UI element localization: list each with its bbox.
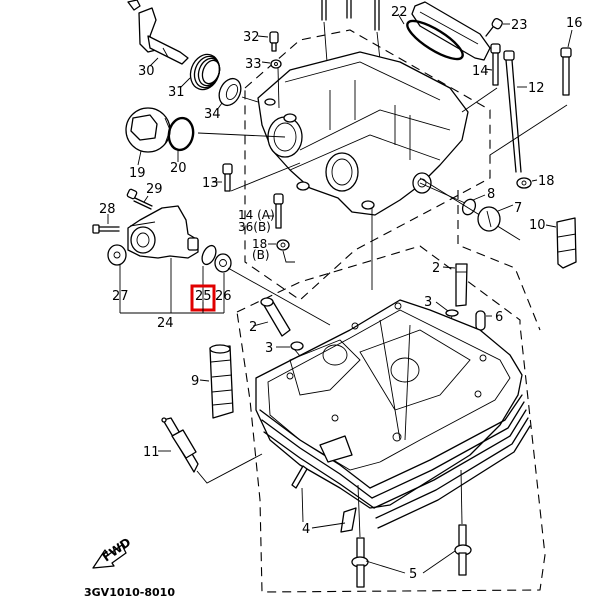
- head-cover: [257, 51, 469, 290]
- part-8-oring: [419, 182, 486, 216]
- part-20-oring: [167, 116, 286, 162]
- part-11-spark-plug: [158, 417, 263, 484]
- callout-22[interactable]: 22: [391, 5, 408, 20]
- callout-13[interactable]: 13: [202, 176, 219, 191]
- callout-5[interactable]: 5: [409, 567, 417, 582]
- callout-2-right[interactable]: 2: [432, 261, 440, 276]
- part-2-valve-guide-right: [442, 263, 468, 307]
- part-4-dowel-pins: [291, 465, 357, 533]
- callout-2-left[interactable]: 2: [249, 320, 257, 335]
- part-31-spring: [179, 53, 221, 91]
- part-26-bearing: [214, 253, 331, 326]
- part-28-bolt: [92, 214, 120, 234]
- callout-32[interactable]: 32: [243, 30, 260, 45]
- drawing-code: 3GV1010-8010: [84, 586, 175, 599]
- part-16-bolt: [489, 29, 573, 156]
- part-18b-washer: [268, 239, 295, 263]
- top-studs: [321, 0, 381, 63]
- part-18-washer: [419, 177, 538, 241]
- part-13-bolt: [212, 162, 301, 192]
- callout-8[interactable]: 8: [487, 187, 495, 202]
- part-23-screw: [485, 17, 510, 37]
- callout-33[interactable]: 33: [245, 57, 262, 72]
- callout-18[interactable]: 18: [538, 174, 555, 189]
- callout-30[interactable]: 30: [138, 64, 155, 79]
- part-19-cap: [125, 107, 171, 166]
- callout-24[interactable]: 24: [157, 316, 174, 331]
- callout-10[interactable]: 10: [529, 218, 546, 233]
- callout-labels: 30 31 32 33 34 19 20 13 29 28 14 (A) 36(…: [99, 5, 583, 582]
- callout-16[interactable]: 16: [566, 16, 583, 31]
- callout-28[interactable]: 28: [99, 202, 116, 217]
- part-14a-36b-bolt: [265, 193, 284, 229]
- callout-12[interactable]: 12: [528, 81, 545, 96]
- part-34-seal: [216, 77, 259, 111]
- callout-11[interactable]: 11: [143, 445, 160, 460]
- part-25-oring: [201, 244, 217, 266]
- callout-14[interactable]: 14: [472, 64, 489, 79]
- callout-34[interactable]: 34: [204, 107, 221, 122]
- callout-19[interactable]: 19: [129, 166, 146, 181]
- callout-29[interactable]: 29: [146, 182, 163, 197]
- fwd-arrow-icon: FWD: [92, 535, 133, 569]
- callout-6[interactable]: 6: [495, 310, 503, 325]
- part-7-plug: [477, 204, 514, 232]
- part-5-studs: [351, 469, 472, 588]
- callout-18b-sub[interactable]: (B): [252, 248, 270, 262]
- part-22-gasket-cover: [397, 1, 491, 61]
- callout-3-right[interactable]: 3: [424, 295, 432, 310]
- callout-36b[interactable]: 36(B): [238, 220, 271, 234]
- callout-25[interactable]: 25: [195, 289, 212, 304]
- callout-20[interactable]: 20: [170, 161, 187, 176]
- part-33-washer: [261, 59, 282, 109]
- callout-7[interactable]: 7: [514, 201, 522, 216]
- callout-31[interactable]: 31: [168, 85, 185, 100]
- callout-14a[interactable]: 14 (A): [238, 208, 275, 222]
- callout-26[interactable]: 26: [215, 289, 232, 304]
- callout-27[interactable]: 27: [112, 289, 129, 304]
- callout-18b[interactable]: 18: [252, 237, 267, 251]
- callout-23[interactable]: 23: [511, 18, 528, 33]
- part-14-bolt: [461, 43, 501, 113]
- callout-4[interactable]: 4: [302, 522, 310, 537]
- part-32-bolt: [257, 31, 279, 52]
- part-10-valve-cover: [545, 217, 577, 269]
- part-27-washer: [107, 244, 127, 266]
- callout-9[interactable]: 9: [191, 374, 199, 389]
- part-24-housing: [127, 205, 199, 259]
- part-9-valve-cover: [199, 344, 234, 419]
- part-30-lever-shaft: [127, 0, 189, 67]
- cylinder-head: [255, 299, 531, 529]
- callout-3-left[interactable]: 3: [265, 341, 273, 356]
- part-29-bolt: [126, 188, 153, 210]
- part-2-valve-guide-left: [252, 297, 291, 337]
- part-12-bolt: [503, 50, 527, 173]
